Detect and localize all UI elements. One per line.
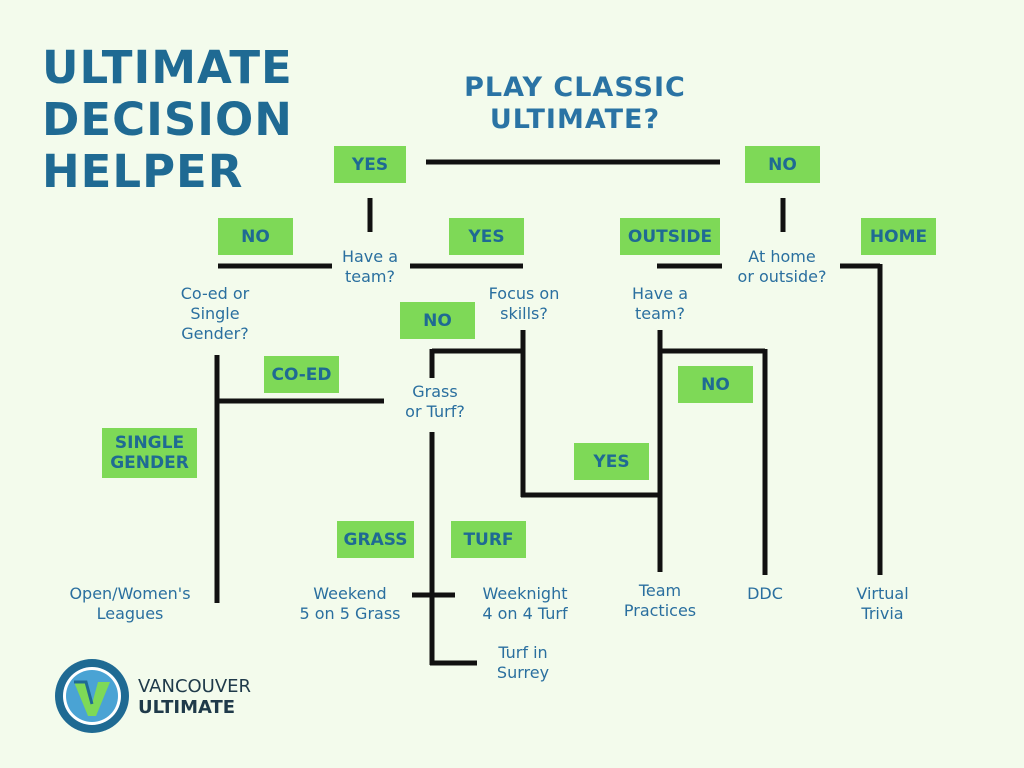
label-no-outside-team: NO — [678, 366, 753, 403]
label-home: HOME — [861, 218, 936, 255]
page-title: ULTIMATE DECISION HELPER — [42, 41, 293, 198]
outcome-team-practices: Team Practices — [623, 581, 697, 620]
outcome-ddc: DDC — [747, 584, 783, 603]
vancouver-ultimate-logo-icon — [55, 659, 129, 733]
question-have-team: Have a team? — [341, 247, 399, 286]
outcome-weekend: Weekend 5 on 5 Grass — [299, 584, 401, 623]
outcome-leagues: Open/Women's Leagues — [69, 584, 191, 623]
label-no-skills: NO — [400, 302, 475, 339]
question-coed-single: Co-ed or Single Gender? — [180, 284, 250, 343]
logo-text-ultimate: ULTIMATE — [138, 697, 236, 718]
outcome-weeknight: Weeknight 4 on 4 Turf — [482, 584, 568, 623]
label-yes-team: YES — [449, 218, 524, 255]
label-outside: OUTSIDE — [620, 218, 720, 255]
question-home-outside: At home or outside? — [737, 247, 827, 286]
question-grass-turf: Grass or Turf? — [405, 382, 465, 421]
outcome-virtual-trivia: Virtual Trivia — [856, 584, 909, 623]
label-yes-skills: YES — [574, 443, 649, 480]
logo-text-vancouver: VANCOUVER — [138, 676, 252, 697]
outcome-turf-surrey: Turf in Surrey — [496, 643, 550, 682]
label-no-top: NO — [745, 146, 820, 183]
label-single-gender: SINGLE GENDER — [102, 428, 197, 478]
question-focus-skills: Focus on skills? — [488, 284, 560, 323]
label-no-team: NO — [218, 218, 293, 255]
top-question: PLAY CLASSIC ULTIMATE? — [464, 72, 686, 135]
question-have-team-2: Have a team? — [631, 284, 689, 323]
label-yes-top: YES — [334, 146, 406, 183]
label-grass: GRASS — [337, 521, 414, 558]
label-coed: CO-ED — [264, 356, 339, 393]
label-turf: TURF — [451, 521, 526, 558]
